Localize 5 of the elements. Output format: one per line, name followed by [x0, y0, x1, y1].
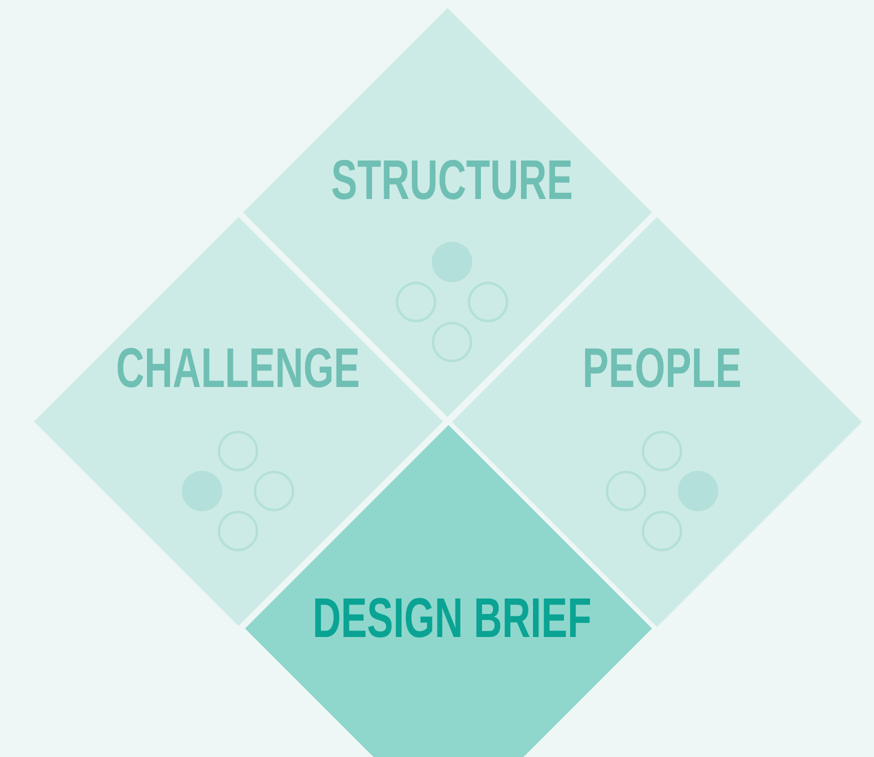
panel-title: DESIGN BRIEF — [312, 590, 592, 646]
panel-title: PEOPLE — [582, 340, 742, 396]
diamond-panel — [245, 425, 652, 757]
panel-title: STRUCTURE — [331, 152, 573, 208]
panel-title: CHALLENGE — [116, 340, 360, 396]
